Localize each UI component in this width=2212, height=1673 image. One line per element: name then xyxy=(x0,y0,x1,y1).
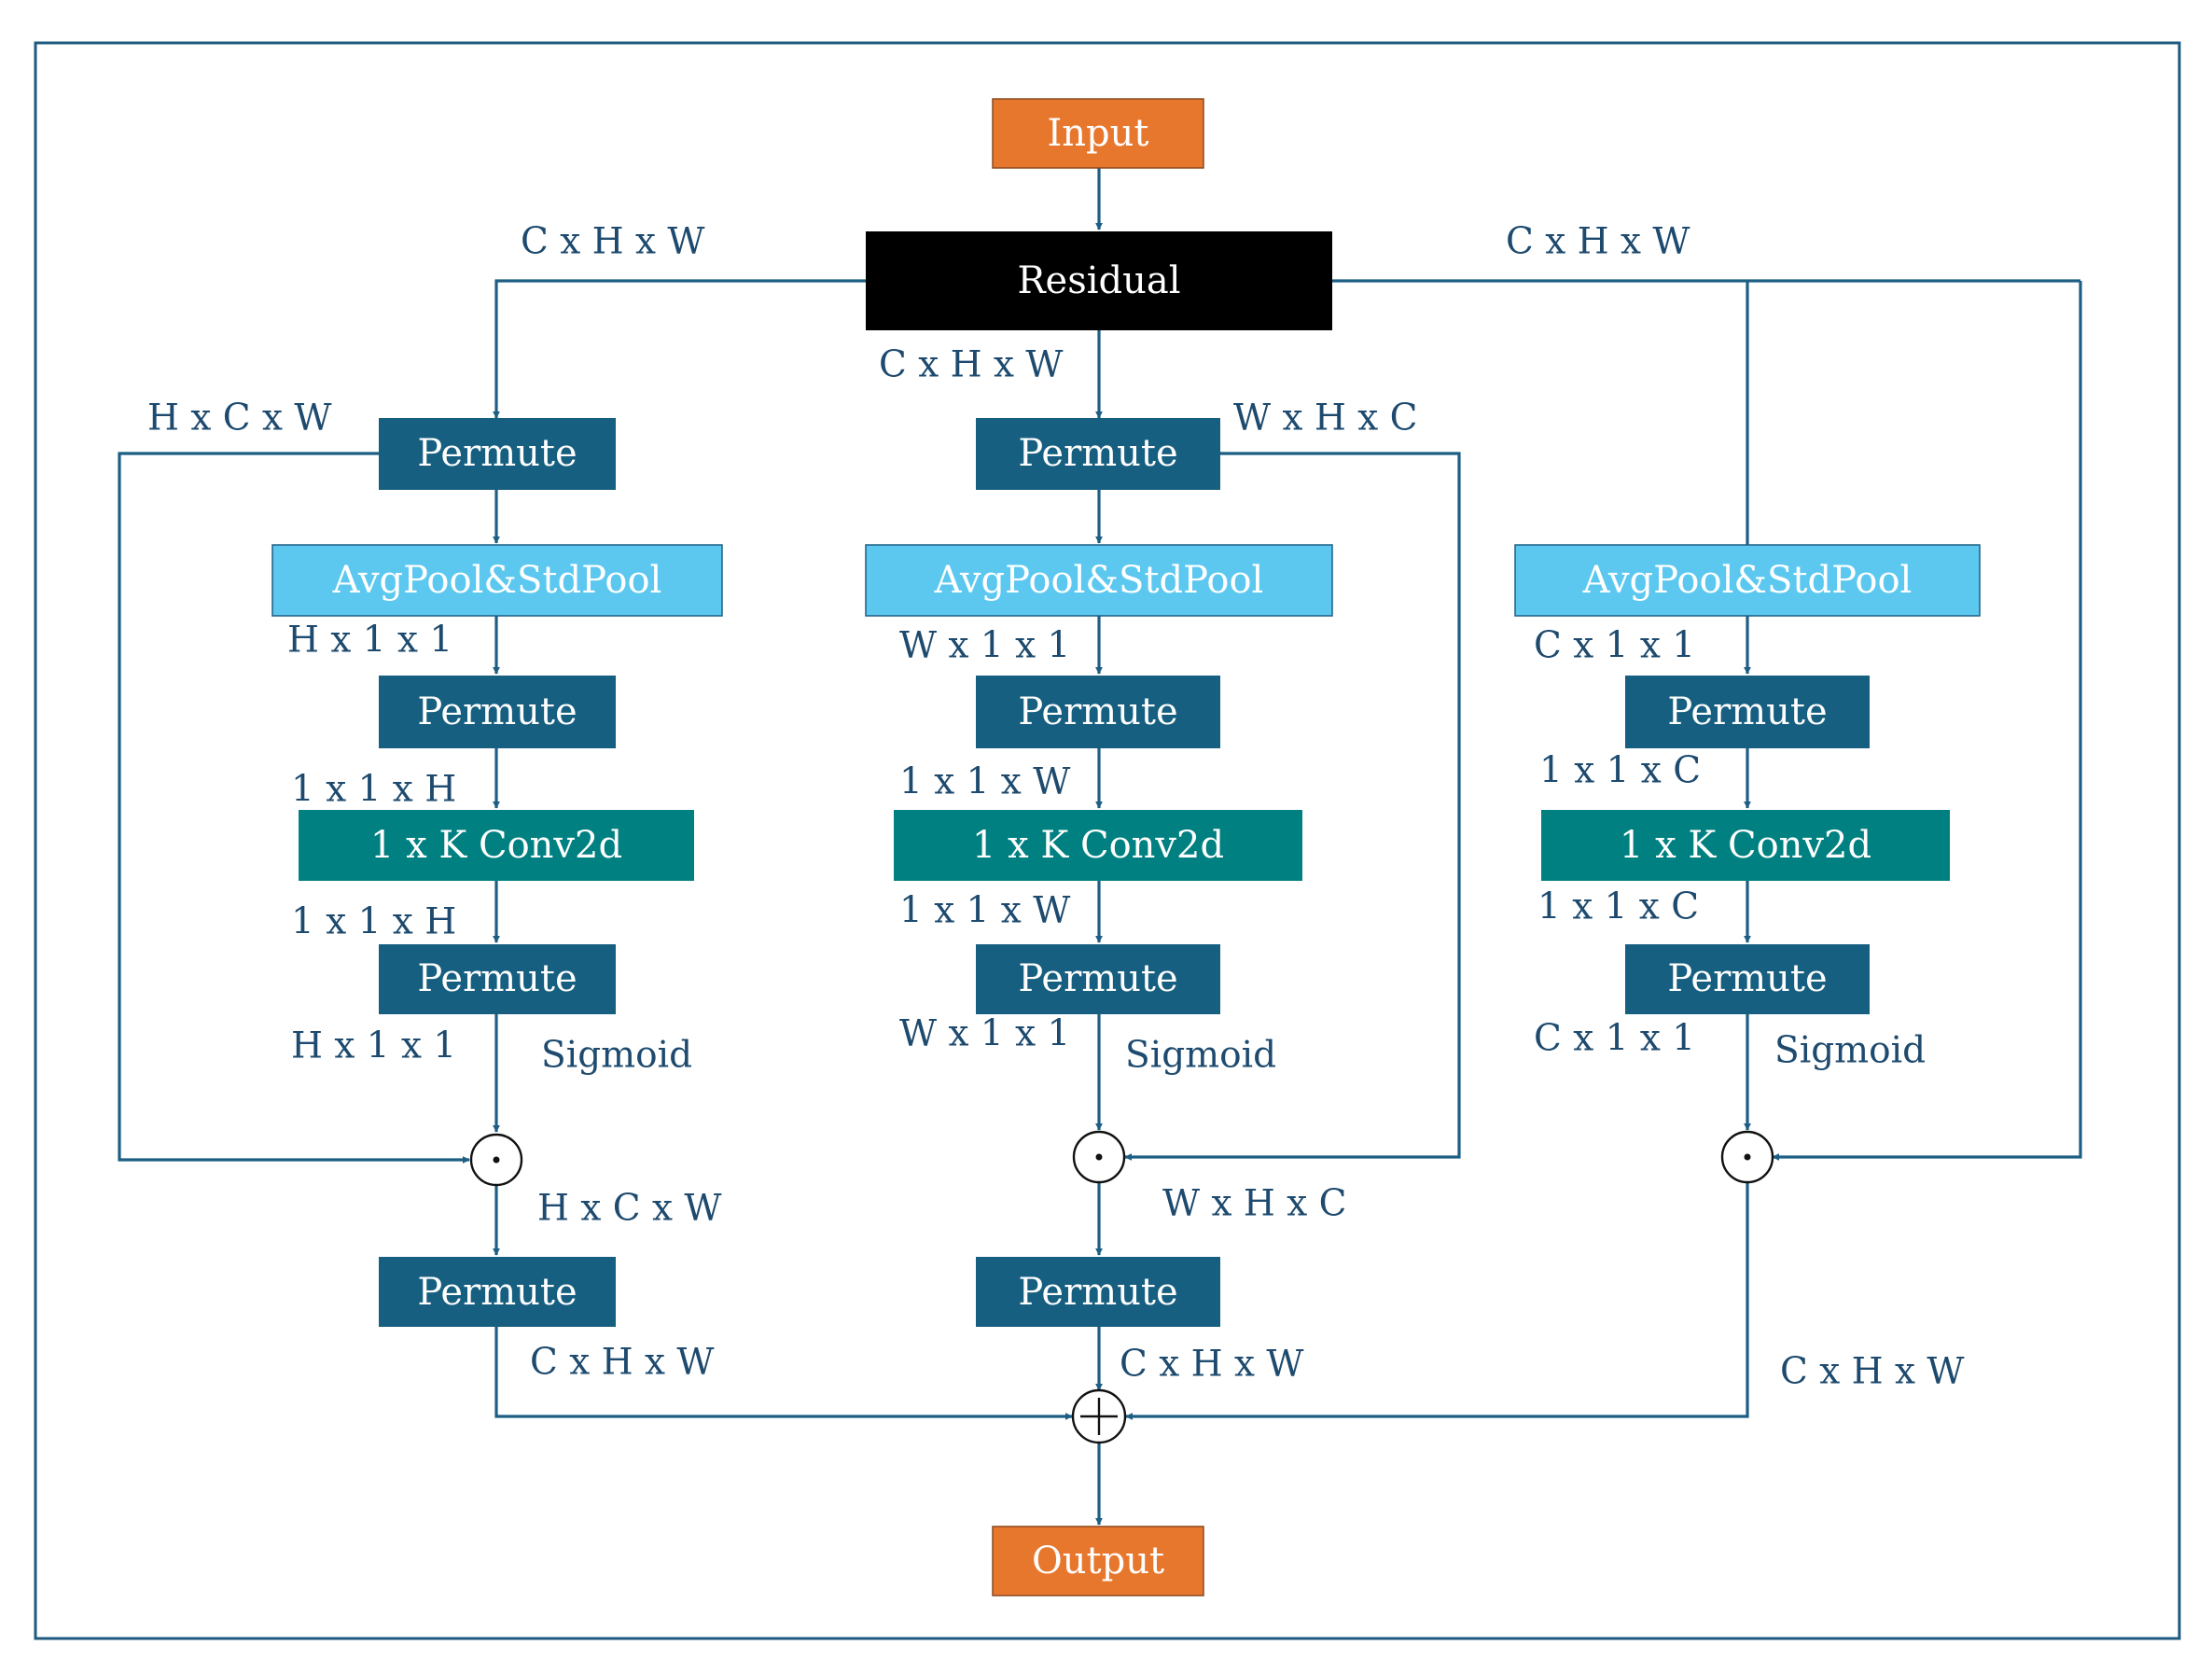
mid-product-dim: W x H x C xyxy=(1162,1183,1347,1225)
mid-permute4-label: Permute xyxy=(1018,1271,1177,1314)
residual-label: Residual xyxy=(1017,259,1180,302)
mid-permute4-box xyxy=(976,1257,1220,1327)
middle-branch: Permute AvgPool&StdPool Permute 1 x K Co… xyxy=(865,344,1418,1444)
left-product-dim: H x C x W xyxy=(537,1188,722,1230)
right-permute2-box xyxy=(1625,676,1870,748)
input-label: Input xyxy=(1047,112,1148,155)
mid-conv-box xyxy=(894,810,1302,881)
arrow-left-sum xyxy=(494,1327,1073,1420)
right-permute2-label: Permute xyxy=(1667,690,1827,733)
right-pool-label: AvgPool&StdPool xyxy=(1582,559,1913,602)
arrow-mid-skip xyxy=(1124,452,1461,1161)
right-input-dim: C x H x W xyxy=(1506,221,1690,263)
residual-node: Residual xyxy=(866,231,1332,330)
mid-sigmoid-label: Sigmoid xyxy=(1125,1035,1276,1077)
mid-pool-dim: W x 1 x 1 xyxy=(899,625,1070,667)
left-branch: Permute AvgPool&StdPool Permute 1 x K Co… xyxy=(147,221,723,1384)
mid-permute1-label: Permute xyxy=(1018,432,1177,475)
mid-permute3-box xyxy=(976,944,1220,1014)
right-pool-dim: C x 1 x 1 xyxy=(1534,625,1695,667)
input-node: Input xyxy=(992,98,1204,169)
left-permute4-box xyxy=(379,1257,616,1327)
mid-permute2-dim: 1 x 1 x W xyxy=(899,761,1070,803)
mid-permute3-dim: W x 1 x 1 xyxy=(899,1013,1070,1055)
mid-permute1-box xyxy=(976,418,1220,490)
left-pool-dim: H x 1 x 1 xyxy=(287,620,452,662)
left-permute3-dim: H x 1 x 1 xyxy=(291,1025,456,1067)
right-multiply-dot xyxy=(1744,1153,1751,1161)
mid-pool-label: AvgPool&StdPool xyxy=(934,559,1264,602)
mid-conv-label: 1 x K Conv2d xyxy=(972,824,1224,867)
mid-permute3-label: Permute xyxy=(1018,957,1177,1000)
left-output-dim: C x H x W xyxy=(530,1342,715,1384)
left-permute3-box xyxy=(379,944,616,1014)
left-permute1-label: Permute xyxy=(417,432,577,475)
mid-output-dim: C x H x W xyxy=(1120,1344,1304,1386)
right-conv-dim: 1 x 1 x C xyxy=(1537,886,1699,928)
right-output-dim: C x H x W xyxy=(1780,1351,1965,1393)
connectors xyxy=(118,168,2082,1526)
arrow-right-sum xyxy=(1125,1182,1749,1420)
left-conv-dim: 1 x 1 x H xyxy=(291,901,456,943)
left-permute2-dim: 1 x 1 x H xyxy=(291,769,456,811)
mid-conv-dim: 1 x 1 x W xyxy=(899,890,1070,932)
mid-input-dim: C x H x W xyxy=(879,344,1064,386)
right-conv-box xyxy=(1541,810,1950,881)
right-conv-label: 1 x K Conv2d xyxy=(1620,824,1871,867)
left-conv-box xyxy=(299,810,694,881)
right-branch: AvgPool&StdPool Permute 1 x K Conv2d Per… xyxy=(1506,221,1981,1393)
right-permute2-dim: 1 x 1 x C xyxy=(1539,750,1701,792)
right-permute3-label: Permute xyxy=(1667,957,1827,1000)
mid-permute2-label: Permute xyxy=(1018,690,1177,733)
arrow-left-skip xyxy=(118,452,470,1164)
outer-frame xyxy=(34,41,2181,1640)
left-multiply-dot xyxy=(493,1156,500,1164)
left-permute1-box xyxy=(379,418,616,490)
left-permute2-box xyxy=(379,676,616,748)
left-permute2-label: Permute xyxy=(417,690,577,733)
left-permute4-label: Permute xyxy=(417,1271,577,1314)
left-sigmoid-label: Sigmoid xyxy=(541,1035,692,1077)
right-pool-box xyxy=(1514,544,1981,617)
output-label: Output xyxy=(1032,1540,1164,1582)
mid-pool-box xyxy=(865,544,1333,617)
left-pool-label: AvgPool&StdPool xyxy=(332,559,662,602)
arrow-residual-left xyxy=(493,279,866,419)
left-permute1-dim: H x C x W xyxy=(147,397,332,439)
left-input-dim: C x H x W xyxy=(521,221,705,263)
left-permute3-label: Permute xyxy=(417,957,577,1000)
right-permute3-dim: C x 1 x 1 xyxy=(1534,1018,1695,1060)
mid-permute2-box xyxy=(976,676,1220,748)
left-conv-label: 1 x K Conv2d xyxy=(370,824,622,867)
left-pool-box xyxy=(271,544,723,617)
right-sigmoid-label: Sigmoid xyxy=(1774,1030,1926,1072)
output-node: Output xyxy=(992,1526,1204,1596)
mid-multiply-dot xyxy=(1095,1153,1103,1161)
right-permute3-box xyxy=(1625,944,1870,1014)
arrow-right-skip xyxy=(1772,281,2082,1161)
mid-permute1-dim: W x H x C xyxy=(1233,397,1418,439)
